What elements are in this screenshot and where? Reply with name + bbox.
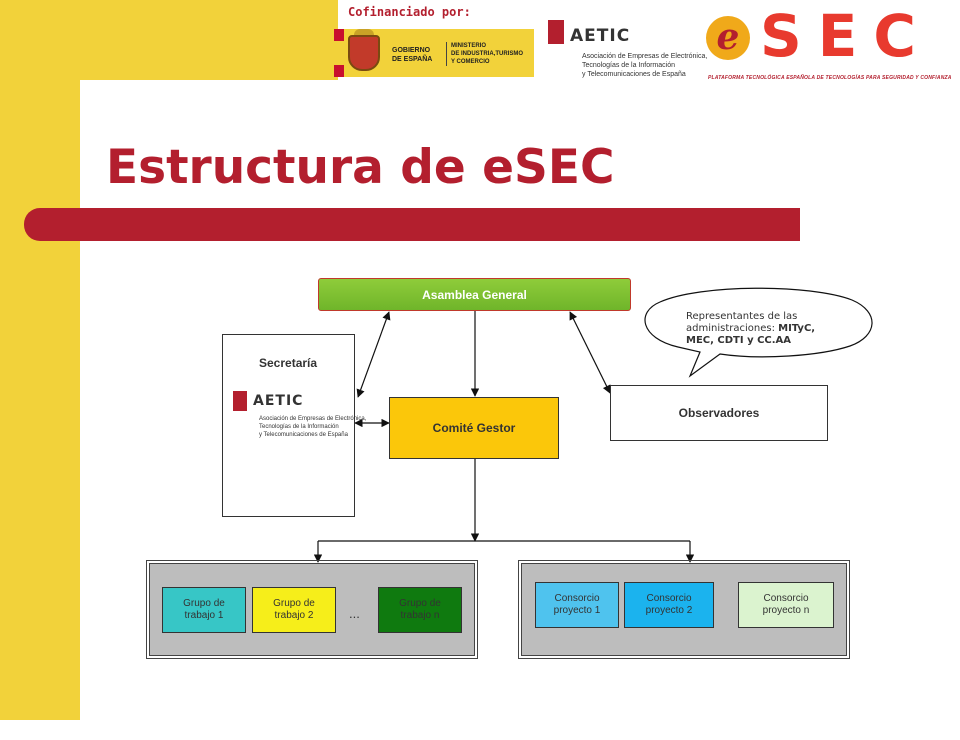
diagram-connectors — [313, 287, 873, 563]
callout-line-1: Representantes de las — [686, 311, 798, 322]
aetic-mark-icon — [233, 391, 247, 411]
grupo-trabajo-1-box: Grupo de trabajo 1 — [162, 587, 246, 633]
grupo-trabajo-n-box: Grupo de trabajo n — [378, 587, 462, 633]
secretaria-aetic-sub-line-1: Asociación de Empresas de Electrónica, — [259, 416, 367, 422]
secretaria-box: Secretaría AETIC Asociación de Empresas … — [222, 334, 366, 517]
callout-bold-1: MITyC, — [778, 323, 816, 334]
title-underline-bar — [24, 208, 800, 241]
comite-gestor-box: Comité Gestor — [389, 397, 559, 459]
ministerio-line-2: DE INDUSTRIA,TURISMO — [451, 51, 523, 57]
callout-line-2-text: administraciones: — [686, 323, 779, 334]
ministerio-line-1: MINISTERIO — [451, 43, 487, 49]
page-title: Estructura de eSEC — [106, 140, 615, 195]
ministerio-line-3: Y COMERCIO — [451, 59, 490, 65]
observadores-box: Observadores — [610, 385, 828, 441]
gobierno-logo: GOBIERNO DE ESPAÑA MINISTERIO DE INDUSTR… — [334, 29, 534, 77]
observadores-asamblea-arrow — [569, 311, 611, 394]
top-yellow-band — [0, 0, 338, 80]
cofinanciado-label: Cofinanciado por: — [348, 5, 471, 19]
secretaria-aetic-subtitle: Asociación de Empresas de Electrónica, T… — [259, 415, 366, 439]
gobierno-line-1: GOBIERNO — [392, 47, 431, 54]
asamblea-general-box: Asamblea General — [318, 278, 631, 311]
callout-bubble — [644, 287, 873, 378]
aetic-sub-line-3: y Telecomunicaciones de España — [582, 71, 686, 78]
gobierno-text: GOBIERNO DE ESPAÑA — [392, 46, 432, 64]
esec-logo: e SEC PLATAFORMA TECNOLÓGICA ESPAÑOLA DE… — [706, 2, 951, 88]
esec-tagline: PLATAFORMA TECNOLÓGICA ESPAÑOLA DE TECNO… — [708, 75, 952, 81]
esec-e-icon: e — [706, 16, 750, 60]
left-yellow-band — [0, 0, 80, 720]
esec-wordmark: SEC — [760, 2, 932, 70]
secretaria-aetic-wordmark: AETIC — [253, 393, 304, 409]
consorcio-proyecto-1-box: Consorcio proyecto 1 — [535, 582, 619, 628]
callout-bold-2: MEC, CDTI y CC.AA — [686, 335, 792, 346]
grupos-ellipsis: ... — [349, 606, 360, 621]
aetic-logo: AETIC Asociación de Empresas de Electrón… — [548, 20, 707, 85]
aetic-mark-icon — [548, 20, 564, 44]
secretaria-aetic-sub-line-2: Tecnologías de la Información — [259, 424, 339, 430]
gobierno-line-2: DE ESPAÑA — [392, 56, 433, 63]
aetic-sub-line-1: Asociación de Empresas de Electrónica, — [582, 53, 708, 60]
consorcio-proyecto-2-box: Consorcio proyecto 2 — [624, 582, 714, 628]
aetic-subtitle: Asociación de Empresas de Electrónica, T… — [582, 52, 707, 79]
spain-flag-stripe — [334, 29, 344, 77]
grupo-trabajo-2-box: Grupo de trabajo 2 — [252, 587, 336, 633]
secretaria-label: Secretaría — [259, 356, 318, 370]
ministerio-text: MINISTERIO DE INDUSTRIA,TURISMO Y COMERC… — [446, 42, 523, 66]
secretaria-aetic-sub-line-3: y Telecomunicaciones de España — [259, 432, 348, 438]
aetic-wordmark: AETIC — [570, 26, 631, 46]
crown-icon — [354, 29, 374, 37]
coat-of-arms-icon — [348, 35, 380, 71]
aetic-sub-line-2: Tecnologías de la Información — [582, 62, 675, 69]
callout-line-2: administraciones: MITyC, — [686, 323, 846, 335]
consorcio-proyecto-n-box: Consorcio proyecto n — [738, 582, 834, 628]
secretaria-asamblea-arrow — [356, 311, 391, 398]
callout-text: Representantes de las administraciones: … — [686, 311, 846, 347]
